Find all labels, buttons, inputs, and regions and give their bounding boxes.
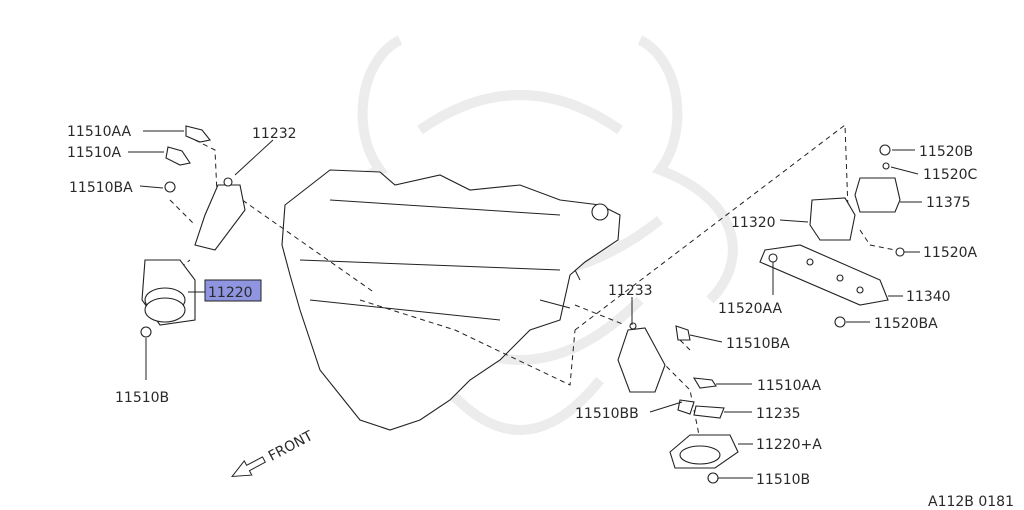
highlight-11220 xyxy=(204,279,262,302)
part-labels: 11510AA 11510A 11510BA 11232 11220 11510… xyxy=(67,124,978,488)
label-11220A[interactable]: 11220+A xyxy=(756,437,822,453)
label-11510BA-right[interactable]: 11510BA xyxy=(726,336,790,352)
label-11510BA-left[interactable]: 11510BA xyxy=(69,180,133,196)
label-11510AA-top[interactable]: 11510AA xyxy=(67,124,132,140)
label-11510AA-right[interactable]: 11510AA xyxy=(757,378,822,394)
right-mount-11220A xyxy=(669,434,739,484)
label-11233[interactable]: 11233 xyxy=(608,283,653,299)
front-indicator: FRONT xyxy=(231,428,316,478)
label-11320[interactable]: 11320 xyxy=(731,215,776,231)
engine-block xyxy=(281,169,621,431)
label-11520A[interactable]: 11520A xyxy=(923,245,978,261)
right-plate-11235 xyxy=(693,405,725,419)
front-label: FRONT xyxy=(266,428,316,465)
crossmember-11340 xyxy=(759,244,905,328)
label-11232[interactable]: 11232 xyxy=(252,126,297,142)
label-11220[interactable]: 11220 xyxy=(208,285,253,301)
front-arrow-icon xyxy=(231,456,266,478)
label-11510B-left[interactable]: 11510B xyxy=(115,390,169,406)
label-11375[interactable]: 11375 xyxy=(926,195,971,211)
bolts-left xyxy=(140,125,211,338)
right-mount-11320 xyxy=(809,197,856,241)
right-mount-11375 xyxy=(854,144,901,213)
label-11235[interactable]: 11235 xyxy=(756,406,801,422)
label-11520BA[interactable]: 11520BA xyxy=(874,316,938,332)
diagram-code: A112B 0181 xyxy=(928,494,1014,510)
label-11520B[interactable]: 11520B xyxy=(919,144,973,160)
left-bracket-11232 xyxy=(194,177,246,251)
bolts-right xyxy=(675,325,717,415)
leader-lines xyxy=(128,130,922,479)
right-bracket-11233 xyxy=(617,322,666,393)
left-mount-11220 xyxy=(141,259,196,326)
label-11510BB[interactable]: 11510BB xyxy=(575,406,639,422)
label-11510A[interactable]: 11510A xyxy=(67,145,122,161)
label-11520AA[interactable]: 11520AA xyxy=(718,301,783,317)
label-11340[interactable]: 11340 xyxy=(906,289,951,305)
label-11510B-right[interactable]: 11510B xyxy=(756,472,810,488)
label-11520C[interactable]: 11520C xyxy=(923,167,978,183)
